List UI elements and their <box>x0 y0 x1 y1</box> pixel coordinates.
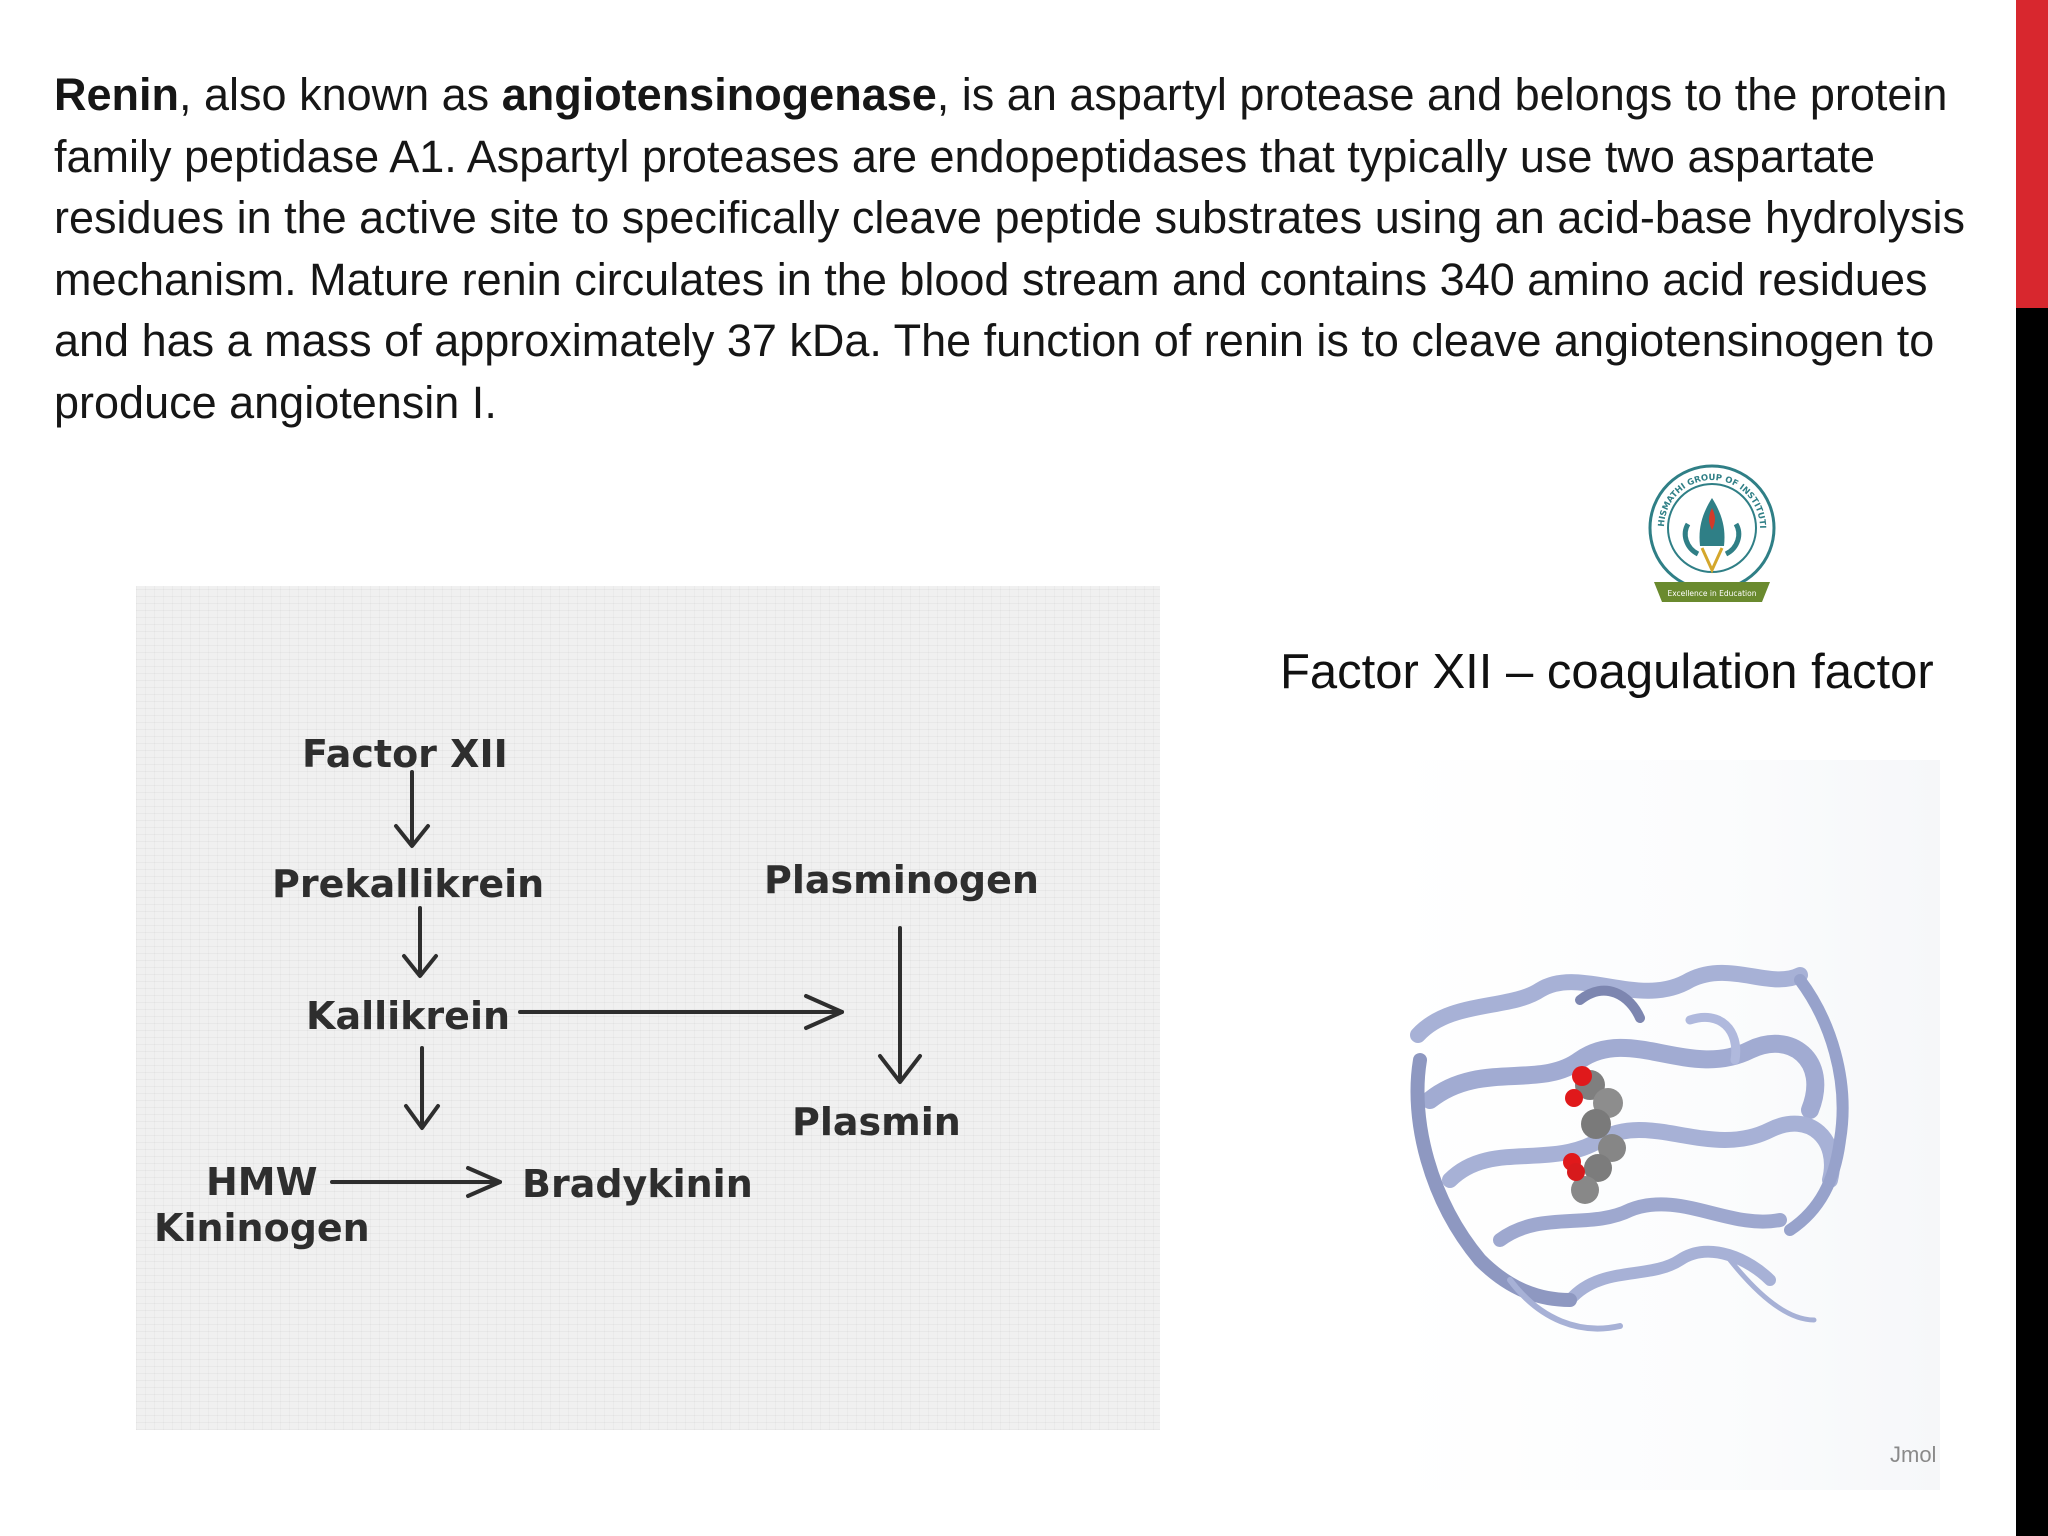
arrow-factorxii-to-prekallikrein <box>394 770 430 848</box>
text-aka: , also known as <box>179 69 502 120</box>
arrow-kallikrein-to-bradykinin <box>404 1046 440 1130</box>
term-angiotensinogenase: angiotensinogenase <box>501 69 937 120</box>
protein-caption: Factor XII – coagulation factor <box>1280 645 1934 699</box>
node-prekallikrein: Prekallikrein <box>272 862 545 906</box>
node-plasminogen: Plasminogen <box>764 858 1039 902</box>
kinin-pathway-diagram: Factor XII Prekallikrein Plasminogen Kal… <box>136 586 1160 1430</box>
node-bradykinin: Bradykinin <box>522 1162 753 1206</box>
node-factor-xii: Factor XII <box>302 732 508 776</box>
slide-edge-accent-black <box>2016 308 2048 1536</box>
term-renin: Renin <box>54 69 180 120</box>
protein-structure-view <box>1390 760 1940 1490</box>
arrow-prekallikrein-to-kallikrein <box>402 906 438 978</box>
pathway-arrows <box>330 770 922 1198</box>
institution-emblem-icon: JYOTHISMATHI GROUP OF INSTITUTIONS Excel… <box>1638 451 1776 602</box>
node-plasmin: Plasmin <box>792 1100 961 1144</box>
node-hmw: HMW <box>206 1160 318 1204</box>
institution-logo: JYOTHISMATHI GROUP OF INSTITUTIONS Excel… <box>1638 451 1782 624</box>
slide-edge-accent-red <box>2016 0 2048 308</box>
ligand-atoms <box>1563 1066 1626 1204</box>
node-kininogen: Kininogen <box>154 1206 370 1250</box>
arrow-plasminogen-to-plasmin <box>878 926 922 1084</box>
node-kallikrein: Kallikrein <box>306 994 511 1038</box>
protein-ribbon-model <box>1410 964 1849 1332</box>
text-description: , is an aspartyl protease and belongs to… <box>54 69 1966 428</box>
body-paragraph: Renin, also known as angiotensinogenase,… <box>54 64 1974 433</box>
arrow-kallikrein-to-plasmin <box>518 994 844 1030</box>
logo-ribbon-text: Excellence in Education <box>1667 589 1756 598</box>
arrow-hmw-to-bradykinin <box>330 1166 502 1198</box>
jmol-watermark: Jmol <box>1890 1442 1937 1467</box>
